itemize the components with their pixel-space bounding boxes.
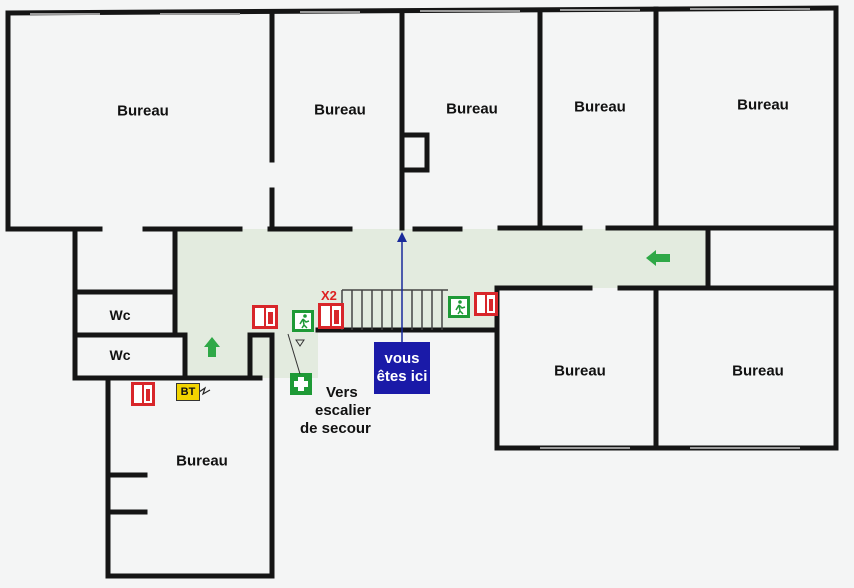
room-bureau: Bureau <box>574 98 626 116</box>
room-bureau: Bureau <box>732 362 784 380</box>
room-bureau: Bureau <box>554 362 606 380</box>
pointer-line <box>287 333 301 375</box>
room-wc: Wc <box>109 307 131 323</box>
evacuation-arrow-icon <box>204 337 220 357</box>
emergency-note-line1: Vers <box>326 384 358 401</box>
fire-extinguisher-icon <box>131 382 155 406</box>
room-bureau: Bureau <box>176 452 228 470</box>
route-arrowhead <box>397 232 407 242</box>
emergency-note-line3: de secour <box>300 420 371 437</box>
windows <box>30 8 810 449</box>
you-are-here-line2: êtes ici <box>376 368 428 385</box>
fire-extinguisher-icon <box>318 303 344 329</box>
you-are-here-line1: vous <box>384 350 420 367</box>
first-aid-icon <box>290 373 312 395</box>
emergency-note-line2: escalier <box>315 402 371 419</box>
room-bureau: Bureau <box>737 96 789 114</box>
electrical-panel-icon: BT <box>176 383 200 401</box>
extinguisher-count: X2 <box>321 288 337 303</box>
fire-extinguisher-icon <box>474 292 498 316</box>
direction-marker <box>295 339 305 347</box>
room-bureau: Bureau <box>446 100 498 118</box>
you-are-here-marker: vous êtes ici <box>374 342 430 394</box>
staircase <box>341 289 448 330</box>
evacuation-arrow-icon <box>646 250 670 266</box>
room-bureau: Bureau <box>314 101 366 119</box>
electrical-bolt-icon <box>198 386 211 396</box>
exit-sign-icon <box>448 296 470 318</box>
exit-sign-icon <box>292 310 314 332</box>
room-bureau: Bureau <box>117 102 169 120</box>
room-wc: Wc <box>109 347 131 363</box>
emergency-stair-note: Vers escalier de secour <box>300 384 390 438</box>
fire-extinguisher-icon <box>252 305 278 329</box>
